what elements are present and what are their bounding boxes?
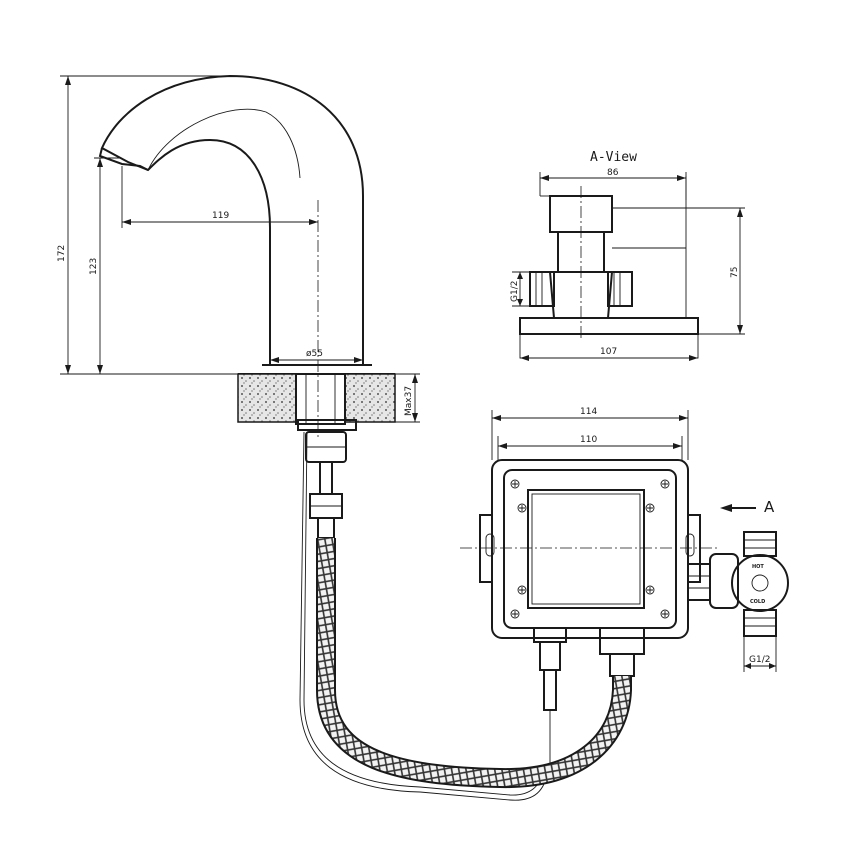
- cable-gland-nut: [539, 641, 561, 671]
- valve-top-inlet: [743, 531, 777, 557]
- a-view-title: A-View: [590, 150, 637, 165]
- deck-right-hatch: [344, 373, 396, 423]
- dim-base-diameter: ø55: [270, 349, 363, 363]
- a-dim-75-text: 75: [730, 267, 740, 278]
- box-dim-110-text: 110: [580, 435, 597, 445]
- cable-gland: [533, 627, 567, 643]
- a-dim-width-bottom: 107: [520, 347, 698, 361]
- dim-172-text: 172: [57, 245, 67, 262]
- dim-123-text: 123: [89, 258, 99, 275]
- dim-height-total: 172: [57, 75, 238, 375]
- dim-max37-text: Max37: [404, 386, 414, 416]
- faucet-spout-outline: [100, 74, 364, 366]
- valve-dim-g12-text: G1/2: [749, 655, 770, 665]
- braided-hose: [316, 538, 632, 789]
- valve-body: [709, 553, 739, 609]
- a-dim-height: 75: [612, 207, 745, 335]
- valve-bottom-inlet: [743, 609, 777, 637]
- dim-55-text: ø55: [306, 349, 323, 359]
- sensor-cable: [299, 431, 549, 801]
- faucet-nozzle: [98, 147, 149, 171]
- control-box-drawing: 114 110: [460, 407, 789, 770]
- dim-119-text: 119: [212, 211, 229, 221]
- dim-deck-thickness: Max37: [395, 373, 420, 423]
- box-cover-plate: [527, 489, 645, 609]
- box-dim-outer: 114: [491, 407, 689, 460]
- outlet-nut: [609, 653, 635, 677]
- hose-ferrule: [317, 517, 335, 539]
- dim-outlet-height: 123: [89, 157, 122, 374]
- box-dim-inner: 110: [497, 435, 683, 460]
- hose-braid: [316, 538, 632, 789]
- valve-cold-label: COLD: [750, 599, 765, 605]
- a-view-thread-lines: [535, 272, 621, 306]
- faucet-spout-inner-line: [147, 108, 301, 179]
- deck-left-hatch: [237, 373, 297, 423]
- box-screws: [510, 479, 670, 619]
- a-dim-g12-text: G1/2: [510, 281, 520, 302]
- mounting-shank: [295, 373, 346, 425]
- faucet-side-view: 172 123 119 ø55 Max37: [57, 74, 549, 801]
- view-arrow-label: A: [764, 498, 775, 516]
- valve-dial-inner: [751, 574, 769, 592]
- valve-bottom-thread: [744, 617, 776, 627]
- view-arrow-a: A: [720, 498, 775, 516]
- outlet-fitting: [599, 627, 645, 655]
- a-dim-107-text: 107: [600, 347, 617, 357]
- valve-hot-label: HOT: [752, 564, 764, 570]
- valve-dim-thread: G1/2: [743, 636, 777, 672]
- box-inner: [503, 469, 677, 629]
- valve-top-thread: [744, 539, 776, 549]
- left-tab-slot: [485, 533, 495, 557]
- box-cover-inner: [531, 493, 641, 605]
- a-dim-width-top: 86: [539, 168, 687, 200]
- box-dim-114-text: 114: [580, 407, 597, 417]
- right-tab-slot: [685, 533, 695, 557]
- mounting-nut: [297, 419, 357, 431]
- a-dim-86-text: 86: [607, 168, 619, 178]
- cable-connector: [543, 669, 557, 711]
- box-left-tab: [479, 514, 492, 583]
- box-outer: [491, 459, 689, 639]
- a-view-base-plate: [519, 317, 699, 335]
- a-dim-inlet-thread: G1/2: [510, 271, 530, 307]
- box-right-tab: [688, 514, 701, 583]
- sensor-cable-inner: [303, 431, 544, 796]
- a-view-drawing: A-View 86 75: [510, 150, 745, 361]
- dim-reach: 119: [121, 166, 318, 228]
